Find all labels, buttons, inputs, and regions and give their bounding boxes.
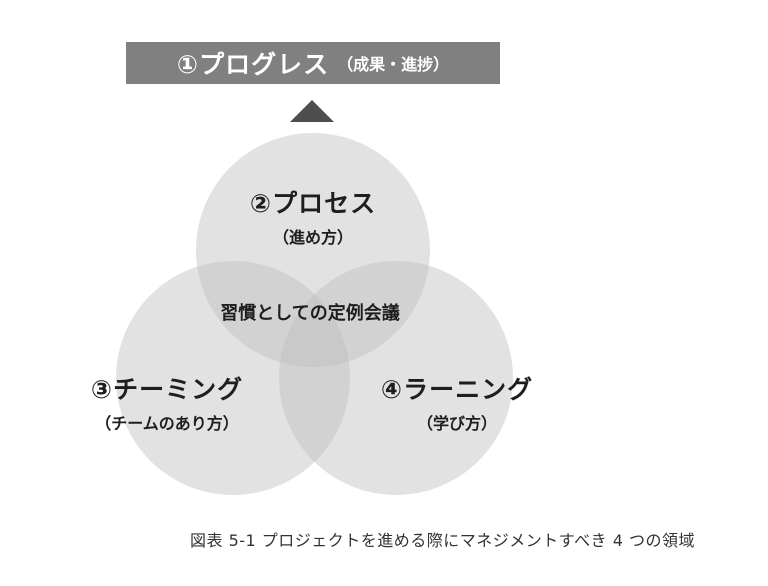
process-label: ②プロセス （進め方） — [250, 184, 376, 248]
process-circle — [196, 133, 430, 367]
progress-banner-subtitle: （成果・進捗） — [337, 55, 450, 74]
process-label-main: ②プロセス — [249, 189, 377, 218]
process-label-sub: （進め方） — [272, 228, 354, 247]
progress-banner-title: ①プログレス — [176, 50, 330, 79]
learning-label-main: ④ラーニング — [380, 375, 534, 404]
teaming-circle — [116, 261, 350, 495]
teaming-label-sub: （チームのあり方） — [95, 414, 239, 433]
teaming-label-main: ③チーミング — [90, 375, 244, 404]
figure-caption: 図表 5-1 プロジェクトを進める際にマネジメントすべき 4 つの領域 — [190, 531, 696, 550]
learning-label-sub: （学び方） — [416, 414, 498, 433]
learning-label: ④ラーニング （学び方） — [381, 370, 533, 434]
up-arrow-icon — [290, 100, 334, 122]
learning-circle — [279, 261, 513, 495]
teaming-label: ③チーミング （チームのあり方） — [91, 370, 243, 434]
center-label: 習慣としての定例会議 — [220, 303, 400, 324]
progress-banner: ①プログレス （成果・進捗） — [126, 42, 500, 84]
